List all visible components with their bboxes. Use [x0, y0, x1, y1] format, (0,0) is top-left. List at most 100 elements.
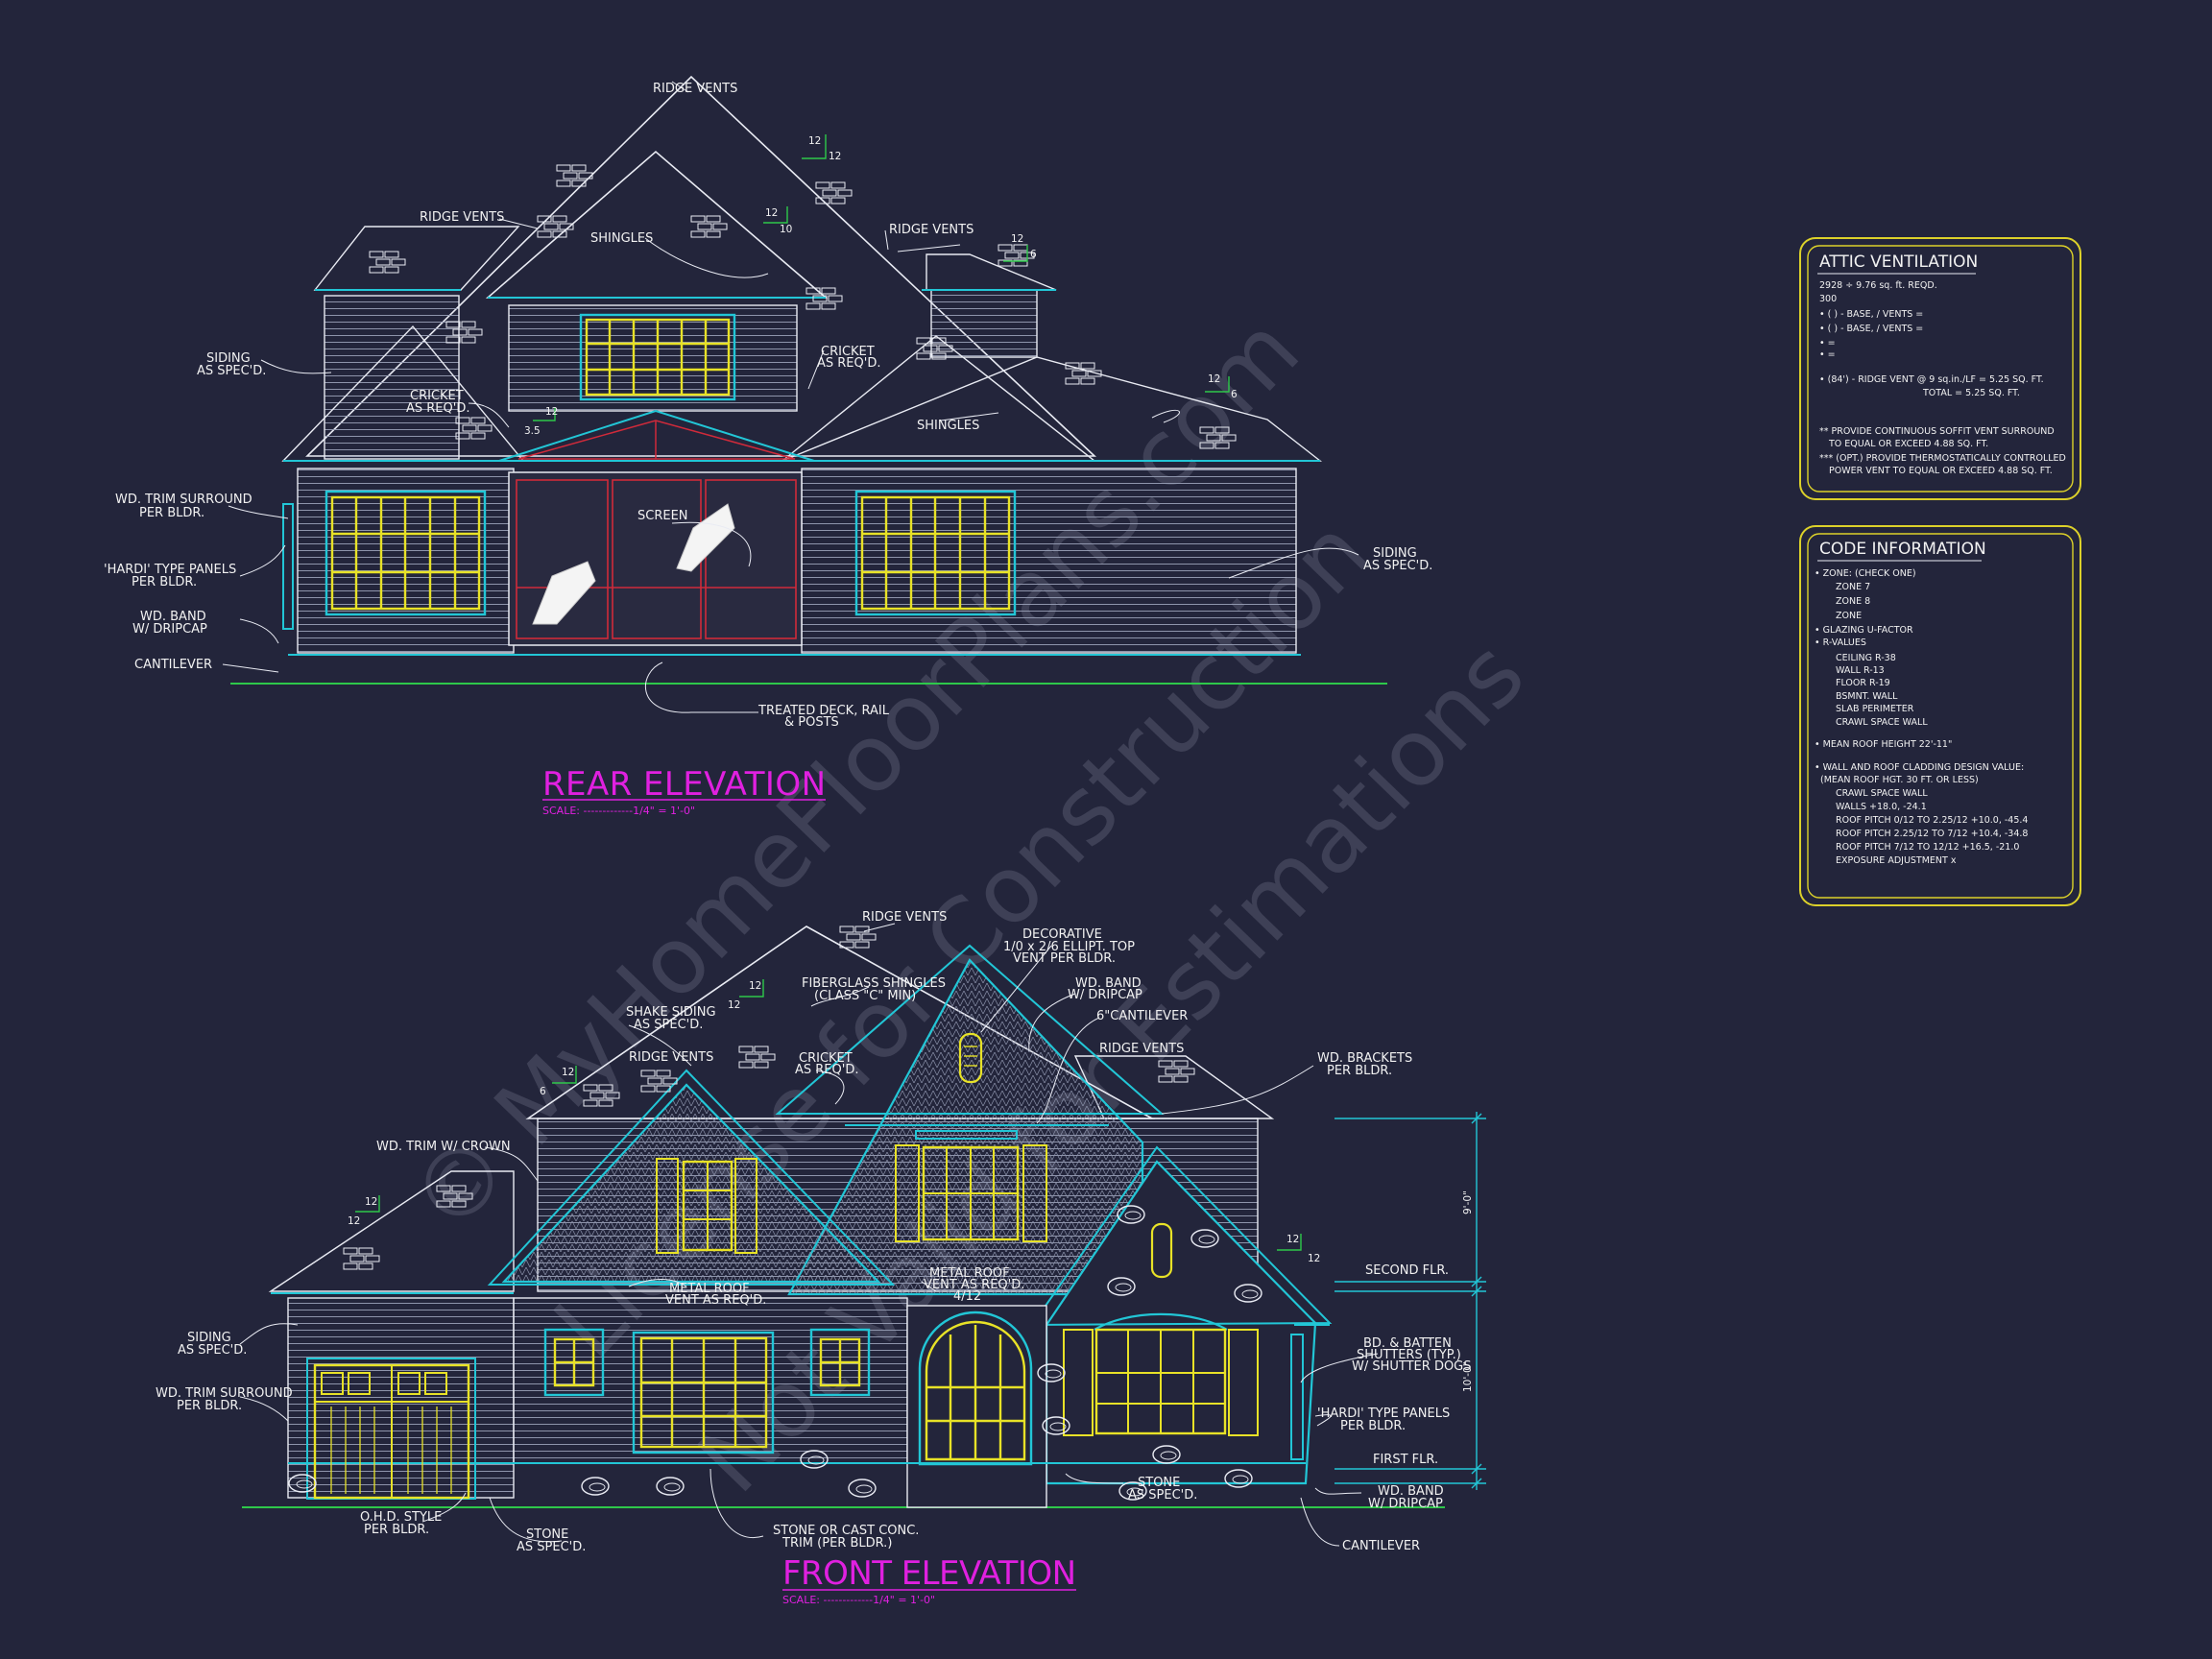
attic-title: ATTIC VENTILATION — [1819, 252, 1978, 272]
rear-screen-porch — [498, 409, 815, 646]
rear-label-shingles-right: SHINGLES — [917, 419, 979, 433]
front-label-second-flr: SECOND FLR. — [1365, 1263, 1449, 1278]
code-line: • MEAN ROOF HEIGHT 22'-11" — [1815, 739, 1952, 750]
front-upper-center-window — [895, 1130, 1047, 1242]
front-label-decorative-2: 1/0 x 2/6 ELLIPT. TOP — [1003, 940, 1135, 954]
front-label-cricket-2: AS REQ'D. — [795, 1063, 858, 1077]
front-pitch-a-1: 12 — [749, 980, 761, 992]
rear-labels: RIDGE VENTS RIDGE VENTS RIDGE VENTS SHIN… — [104, 82, 1432, 730]
front-label-ohd-1: O.H.D. STYLE — [360, 1510, 442, 1525]
front-right-gable-fascia — [1030, 1145, 1333, 1327]
rear-label-cricket-right-1: CRICKET — [821, 345, 875, 359]
rear-label-siding-left-1: SIDING — [206, 351, 251, 366]
front-label-band-bottom-1: WD. BAND — [1378, 1484, 1444, 1499]
front-label-stone-left-2: AS SPEC'D. — [517, 1540, 586, 1554]
rear-left-roof — [313, 226, 520, 291]
rear-label-deck-2: & POSTS — [784, 715, 839, 730]
rear-label-cricket-left-2: AS REQ'D. — [406, 401, 469, 416]
front-label-stone-left-1: STONE — [526, 1527, 568, 1542]
code-title: CODE INFORMATION — [1819, 540, 1986, 559]
front-fascia — [271, 1124, 1330, 1464]
front-label-first-flr: FIRST FLR. — [1373, 1453, 1438, 1467]
rear-scale: SCALE: -------------1/4" = 1'-0" — [542, 805, 695, 817]
rear-label-siding-left-2: AS SPEC'D. — [197, 364, 266, 378]
rear-pitch-c-1: 12 — [1011, 233, 1023, 245]
front-label-cricket-1: CRICKET — [799, 1051, 853, 1066]
rear-dormer-window — [579, 313, 736, 401]
front-right-arched-window — [1063, 1312, 1259, 1436]
rear-left-window — [325, 490, 487, 616]
front-title: FRONT ELEVATION — [782, 1554, 1076, 1593]
rear-pitch-b-1: 12 — [765, 207, 778, 219]
rear-pitch-b-2: 10 — [780, 224, 792, 235]
rear-left-wall — [324, 295, 460, 460]
front-lower-main-window — [632, 1331, 775, 1455]
code-line: • R-VALUES — [1815, 637, 1866, 648]
front-left-gable — [501, 1083, 881, 1284]
attic-line: 300 — [1819, 294, 1837, 304]
rear-pitch-a-1: 12 — [808, 135, 821, 147]
code-line: EXPOSURE ADJUSTMENT x — [1836, 855, 1957, 866]
code-line: • GLAZING U-FACTOR — [1815, 625, 1913, 636]
front-label-metal-right-1: METAL ROOF — [929, 1266, 1010, 1281]
rear-label-cricket-left-1: CRICKET — [410, 389, 464, 403]
rear-right-wall — [930, 289, 1038, 358]
front-leader-lines — [239, 923, 1379, 1547]
front-label-cantilever: CANTILEVER — [1342, 1539, 1420, 1553]
front-upper-left-window — [656, 1158, 757, 1254]
front-label-trim-crown: WD. TRIM W/ CROWN — [376, 1140, 511, 1154]
rear-dormer-roof — [485, 150, 829, 299]
code-line: CRAWL SPACE WALL — [1836, 717, 1928, 728]
front-left-garage-roof — [268, 1170, 515, 1292]
rear-pitch-markers — [533, 134, 1230, 421]
code-line: ROOF PITCH 7/12 TO 12/12 +16.5, -21.0 — [1836, 842, 2019, 853]
front-label-hardi-1: 'HARDI' TYPE PANELS — [1317, 1407, 1450, 1421]
front-pitch-d-1: 12 — [1286, 1234, 1299, 1245]
front-dimension-lines — [1334, 1112, 1486, 1490]
rear-pitch-a-2: 12 — [829, 151, 841, 162]
rear-label-cricket-right-2: AS REQ'D. — [817, 356, 880, 371]
front-label-hardi-2: PER BLDR. — [1340, 1419, 1406, 1433]
code-line: ROOF PITCH 0/12 TO 2.25/12 +10.0, -45.4 — [1836, 815, 2028, 826]
attic-line: 2928 ÷ 9.76 sq. ft. REQD. — [1819, 280, 1937, 291]
rear-elevation: RIDGE VENTS RIDGE VENTS RIDGE VENTS SHIN… — [104, 75, 1432, 817]
rear-leader-lines — [222, 81, 1359, 713]
rear-pitch-e-1: 12 — [545, 406, 558, 418]
code-line: CEILING R-38 — [1836, 653, 1896, 663]
code-line: • ZONE: (CHECK ONE) — [1815, 568, 1916, 579]
rear-label-band-2: W/ DRIPCAP — [132, 622, 207, 637]
rear-label-shingles-top: SHINGLES — [590, 231, 653, 246]
attic-line: • ( ) - BASE, / VENTS = — [1819, 309, 1923, 320]
rear-label-band-1: WD. BAND — [140, 610, 206, 624]
rear-pitch-c-2: 6 — [1030, 249, 1037, 260]
front-lower-wall — [513, 1297, 908, 1464]
attic-line: • = — [1819, 338, 1836, 349]
rear-fascia — [283, 289, 1320, 656]
front-elevation: RIDGE VENTS DECORATIVE 1/0 x 2/6 ELLIPT.… — [156, 910, 1486, 1606]
attic-line: • = — [1819, 349, 1836, 360]
attic-line: ** PROVIDE CONTINUOUS SOFFIT VENT SURROU… — [1819, 426, 2055, 437]
front-pitch-labels: 12 12 12 6 12 12 12 12 — [348, 980, 1320, 1264]
rear-label-trim-2: PER BLDR. — [139, 506, 204, 520]
rear-label-ridge-left: RIDGE VENTS — [420, 210, 504, 225]
front-label-brackets-2: PER BLDR. — [1327, 1064, 1392, 1078]
front-scale: SCALE: -------------1/4" = 1'-0" — [782, 1594, 935, 1606]
front-label-trim-2: PER BLDR. — [177, 1399, 242, 1413]
attic-lines: 2928 ÷ 9.76 sq. ft. REQD. 300 • ( ) - BASE… — [1819, 280, 2066, 476]
front-label-ridge-top: RIDGE VENTS — [862, 910, 947, 925]
front-garage-wall — [287, 1297, 515, 1499]
front-label-shake-2: AS SPEC'D. — [634, 1018, 703, 1032]
front-label-decorative-1: DECORATIVE — [1022, 927, 1102, 942]
rear-dormer-wall — [508, 304, 798, 412]
attic-ventilation-panel: ATTIC VENTILATION 2928 ÷ 9.76 sq. ft. RE… — [1799, 237, 2081, 500]
front-pitch-b-2: 6 — [540, 1086, 546, 1097]
front-label-batten-1: BD. & BATTEN — [1363, 1336, 1452, 1351]
front-label-band-bottom-2: W/ DRIPCAP — [1368, 1497, 1443, 1511]
front-label-ridge-right: RIDGE VENTS — [1099, 1042, 1184, 1056]
rear-label-siding-right-2: AS SPEC'D. — [1363, 559, 1432, 573]
rear-label-cantilever: CANTILEVER — [134, 658, 212, 672]
code-line: ZONE 7 — [1836, 582, 1870, 592]
attic-line: TOTAL = 5.25 SQ. FT. — [1922, 388, 2020, 398]
front-label-fiberglass-2: (CLASS "C" MIN) — [814, 989, 916, 1003]
front-label-stone-right-2: AS SPEC'D. — [1128, 1488, 1197, 1503]
